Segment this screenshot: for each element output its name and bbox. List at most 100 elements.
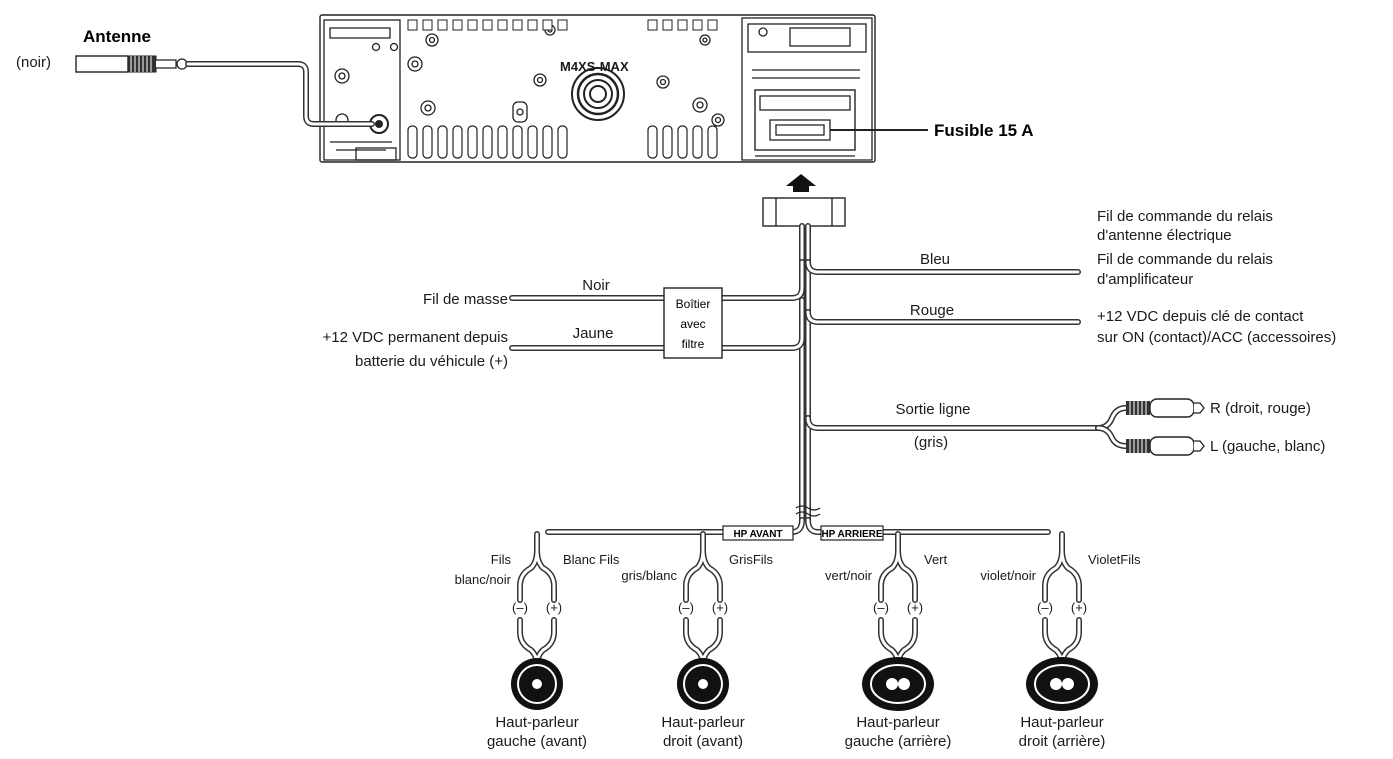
speaker-dome — [1062, 678, 1074, 690]
cooling-fin — [422, 19, 433, 31]
speaker-pos-wire-label: Blanc Fils — [563, 552, 620, 567]
speaker-dome — [532, 679, 542, 689]
line-out-color: (gris) — [914, 434, 948, 451]
cooling-fin — [512, 19, 523, 31]
cooling-fin — [542, 19, 553, 31]
cooling-fin — [467, 19, 478, 31]
cooling-fin — [662, 125, 673, 159]
wire-description: batterie du véhicule (+) — [355, 353, 508, 370]
cooling-fin — [677, 125, 688, 159]
cooling-fin — [707, 19, 718, 31]
cooling-fin — [422, 125, 433, 159]
speaker-pos-wire-label: GrisFils — [729, 552, 774, 567]
cooling-fin — [497, 19, 508, 31]
cooling-fin — [482, 125, 493, 159]
cooling-fin — [662, 19, 673, 31]
speaker-neg-wire-label: gris/blanc — [621, 568, 677, 583]
cooling-fin — [647, 19, 658, 31]
polarity-pos: (+) — [1071, 600, 1087, 615]
cooling-fin — [692, 125, 703, 159]
speaker-dome — [1050, 678, 1062, 690]
rca-plug-body — [1149, 398, 1195, 418]
speaker-feed-wire — [1043, 532, 1081, 602]
radio-model-text: M4XS-MAX — [560, 59, 629, 74]
cooling-fin — [557, 19, 568, 31]
line-out-label: Sortie ligne — [895, 401, 970, 418]
speaker-feed-wire — [518, 532, 556, 602]
filter-box-line: Boîtier — [676, 297, 711, 311]
speaker-neg-wire-label: Fils — [491, 552, 512, 567]
wire-color-label: Rouge — [910, 302, 954, 319]
cooling-fin — [542, 125, 553, 159]
cooling-fin — [497, 125, 508, 159]
polarity-neg: (–) — [873, 600, 889, 615]
polarity-pos: (+) — [712, 600, 728, 615]
speaker-group: (–)(+)violet/noirVioletFilsHaut-parleurd… — [980, 531, 1141, 750]
speaker-name: Haut-parleur — [661, 714, 744, 731]
wire-harness — [509, 223, 1129, 535]
speaker-tag-front-text: HP AVANT — [733, 529, 782, 540]
wire-description: d'antenne électrique — [1097, 227, 1232, 244]
harness-connector — [762, 197, 846, 227]
speaker-dome — [898, 678, 910, 690]
cooling-fin — [527, 125, 538, 159]
fuse-label: Fusible 15 A — [934, 121, 1034, 140]
speaker-cone-ring — [1034, 664, 1090, 704]
cooling-fin — [512, 125, 523, 159]
polarity-neg: (–) — [512, 600, 528, 615]
speaker-cone-ring — [870, 664, 926, 704]
cooling-fin — [407, 125, 418, 159]
speaker-name: Haut-parleur — [1020, 714, 1103, 731]
cooling-fin — [452, 125, 463, 159]
connector-arrow — [786, 174, 816, 192]
rca-plug-left — [1126, 436, 1205, 456]
cooling-fin — [407, 19, 418, 31]
polarity-pos: (+) — [546, 600, 562, 615]
speaker-name: gauche (arrière) — [845, 733, 952, 750]
wire-description: Fil de masse — [423, 291, 508, 308]
cooling-fin — [677, 19, 688, 31]
wire-description: +12 VDC permanent depuis — [322, 329, 508, 346]
polarity-pos: (+) — [907, 600, 923, 615]
cooling-fin — [482, 19, 493, 31]
speaker-group: (–) (+) Fils blanc/noir Blanc FilsHaut-parle… — [455, 531, 620, 750]
rca-left-label: L (gauche, blanc) — [1210, 438, 1325, 455]
rca-plug-tip — [1194, 402, 1205, 414]
speaker-neg-wire-label: vert/noir — [825, 568, 873, 583]
speaker-tag-rear-text: HP ARRIERE — [821, 529, 882, 540]
speaker-feed-wire — [879, 532, 917, 602]
antenna-plug: Antenne (noir) — [16, 27, 375, 127]
polarity-neg: (–) — [678, 600, 694, 615]
speakers: (–) (+) Fils blanc/noir Blanc FilsHaut-parle… — [455, 531, 1141, 750]
filter-box-line: filtre — [682, 337, 705, 351]
speaker-name: Haut-parleur — [856, 714, 939, 731]
filter-box-line: avec — [680, 317, 705, 331]
filter-box: Boîtier avec filtre — [663, 287, 723, 359]
cooling-fin — [452, 19, 463, 31]
wire-color-label: Bleu — [920, 251, 950, 268]
polarity-neg: (–) — [1037, 600, 1053, 615]
cooling-fin — [707, 125, 718, 159]
cooling-fin — [557, 125, 568, 159]
cooling-fin — [527, 19, 538, 31]
speaker-neg-wire-label: violet/noir — [980, 568, 1036, 583]
speaker-name: gauche (avant) — [487, 733, 587, 750]
speaker-feed-wire — [684, 532, 722, 602]
cooling-fin — [467, 125, 478, 159]
rca-plug-right — [1126, 398, 1205, 418]
cooling-fin — [437, 19, 448, 31]
wire-description: Fil de commande du relais — [1097, 251, 1273, 268]
wire-description: Fil de commande du relais — [1097, 208, 1273, 225]
rca-right-label: R (droit, rouge) — [1210, 400, 1311, 417]
speaker-neg-wire-label: blanc/noir — [455, 572, 512, 587]
speaker-dome — [886, 678, 898, 690]
speaker-name: Haut-parleur — [495, 714, 578, 731]
speaker-name: droit (avant) — [663, 733, 743, 750]
wire-description: d'amplificateur — [1097, 271, 1193, 288]
speaker-pos-wire-label: Vert — [924, 552, 948, 567]
cooling-fin — [692, 19, 703, 31]
wire-description: sur ON (contact)/ACC (accessoires) — [1097, 329, 1336, 346]
